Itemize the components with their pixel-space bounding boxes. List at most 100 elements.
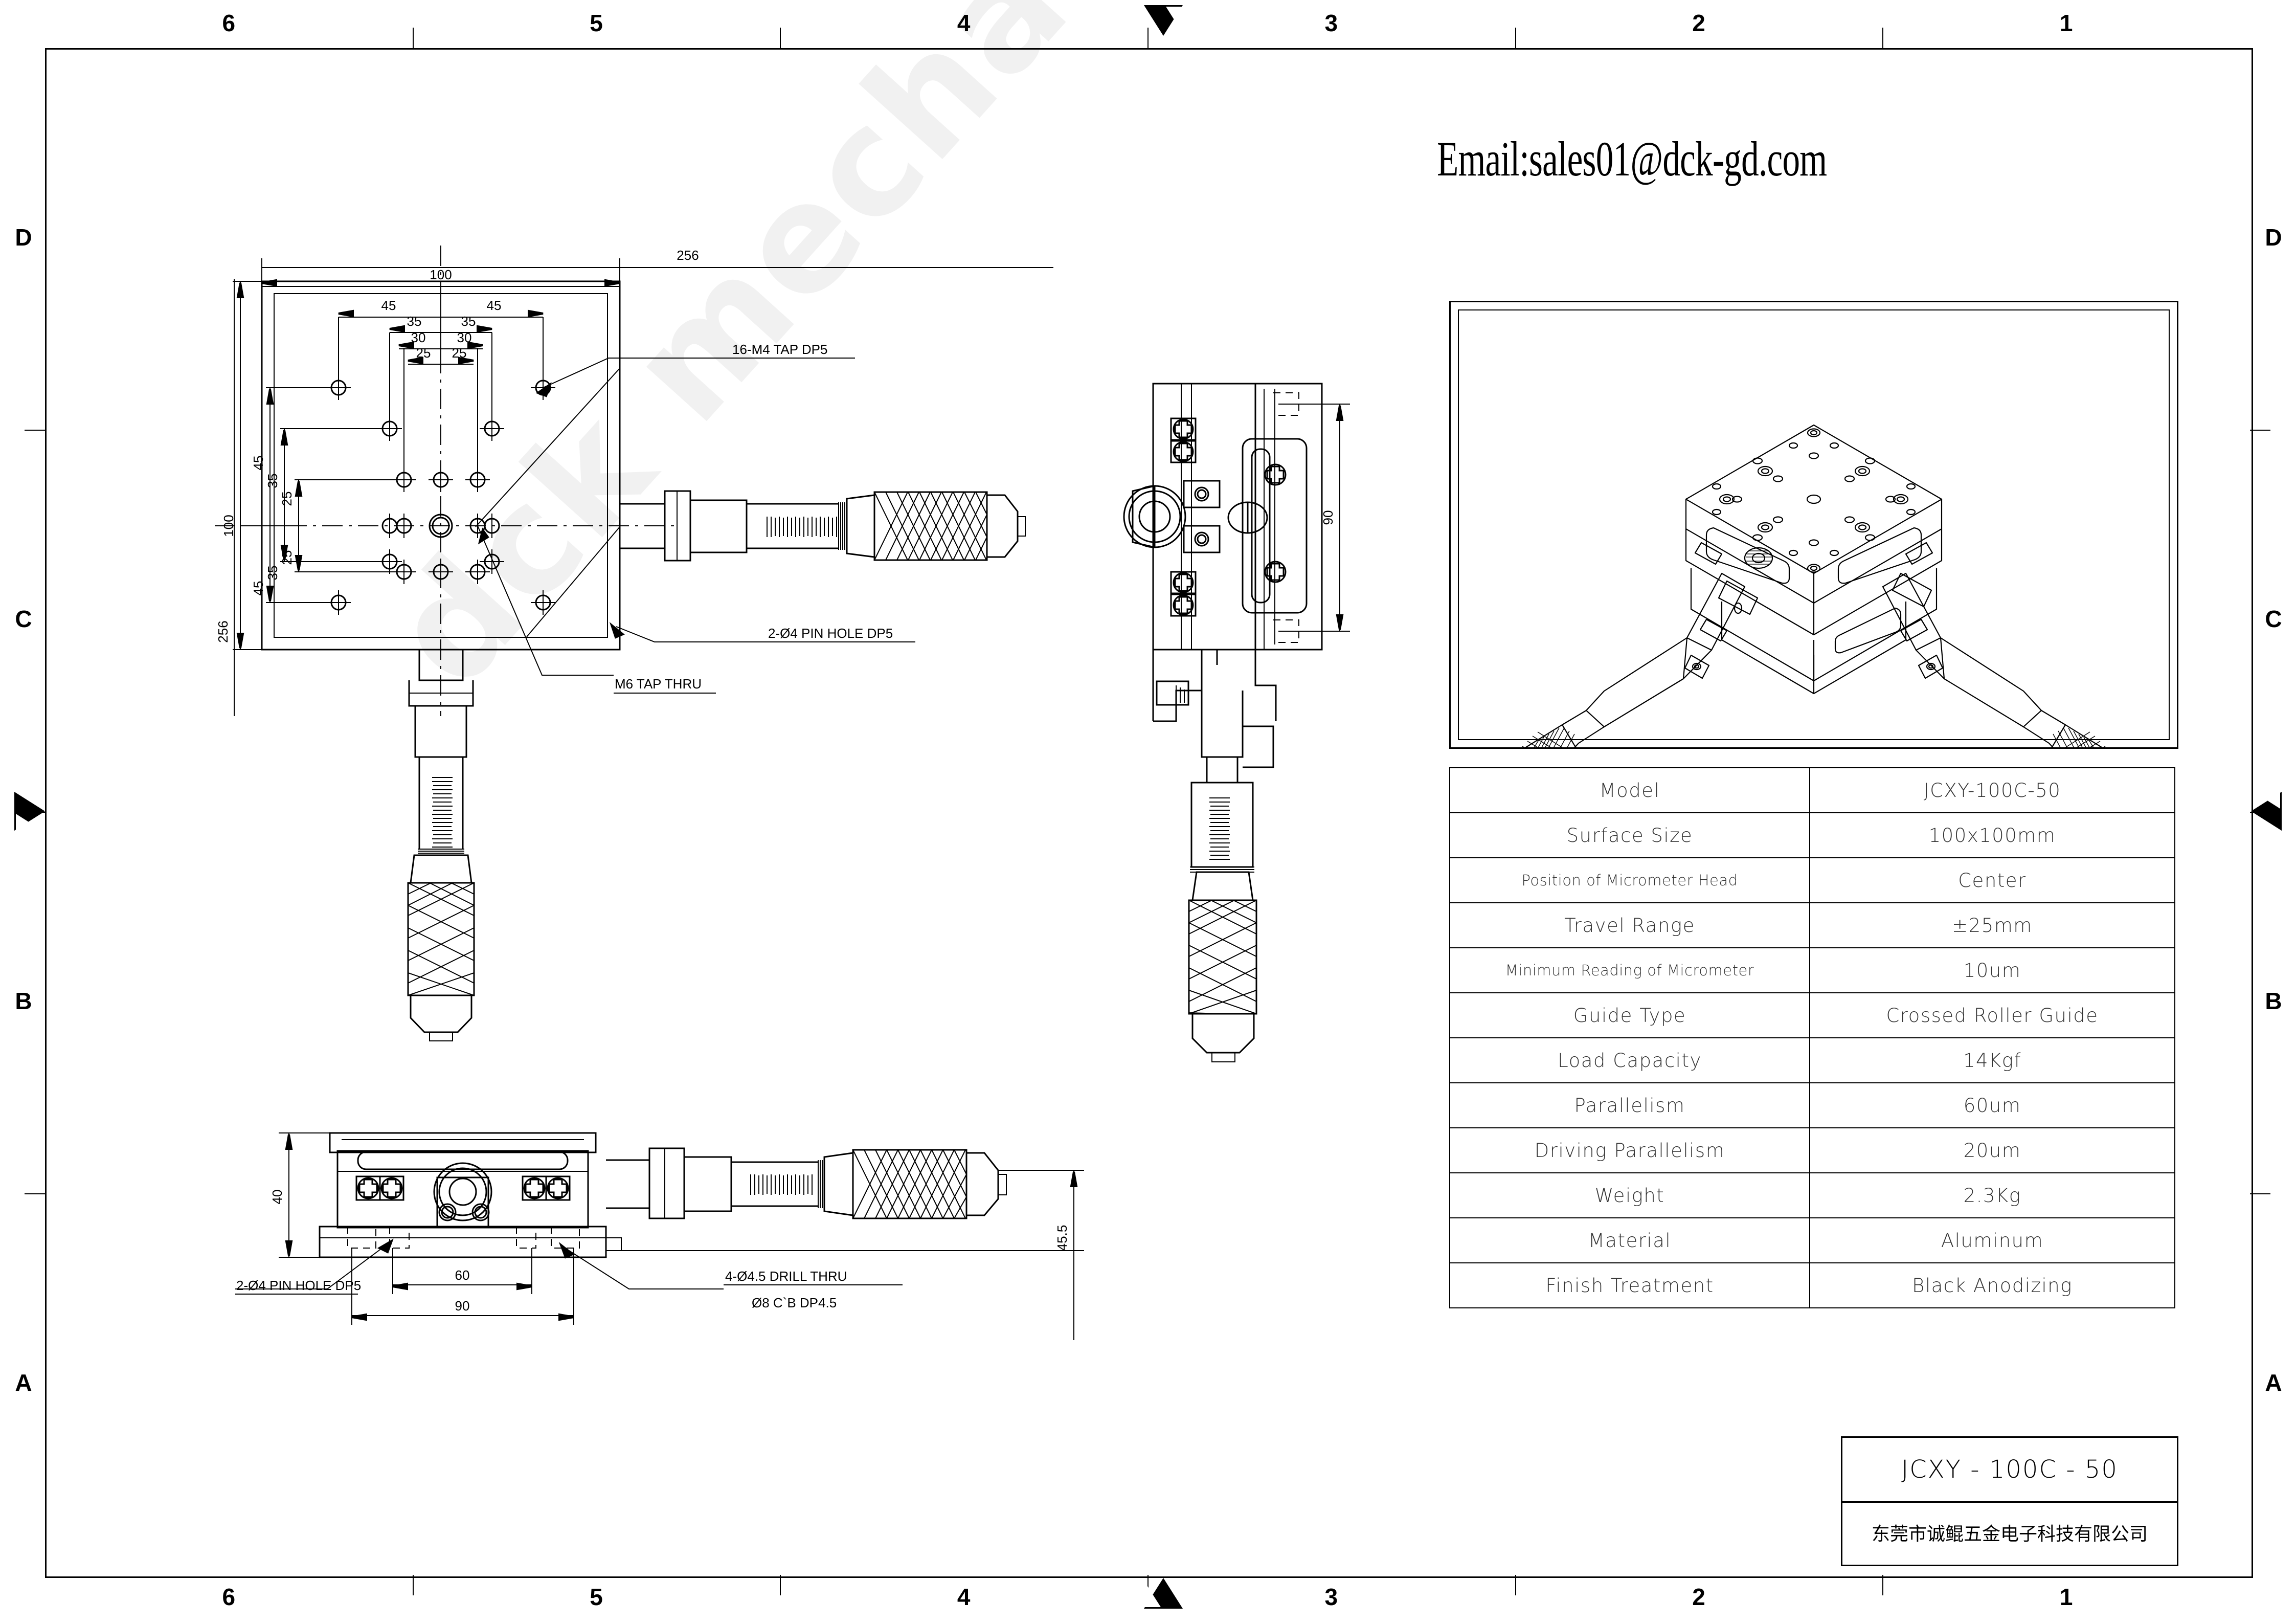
dim-45-right: 45: [487, 298, 502, 313]
spec-key: Finish Treatment: [1449, 1262, 1810, 1308]
dim-35-top: 35: [265, 474, 280, 488]
spec-key: Material: [1449, 1217, 1810, 1263]
zone-tick: [412, 1575, 414, 1595]
zone-tick: [1882, 1575, 1884, 1595]
dim-25-top: 25: [279, 492, 295, 506]
product-isometric-illustration: [1522, 424, 2106, 747]
zone-marker-3: 3: [1324, 10, 1338, 36]
spec-key: Position of Micrometer Head: [1449, 857, 1810, 903]
zone-marker-D: D: [15, 224, 32, 251]
side-view: 90: [1123, 383, 1350, 1062]
spec-value: JCXY-100C-50: [1809, 767, 2175, 813]
dim-45-top: 45: [251, 456, 266, 471]
dim-35-right: 35: [461, 314, 476, 329]
spec-value: ±25mm: [1809, 902, 2175, 948]
dim-90-front: 90: [455, 1298, 470, 1314]
zone-marker-A: A: [2265, 1369, 2282, 1396]
zone-marker-2: 2: [1692, 1584, 1705, 1610]
spec-value: Aluminum: [1809, 1217, 2175, 1263]
center-mark-top-icon: [1144, 5, 1200, 36]
spec-value: Black Anodizing: [1809, 1262, 2175, 1308]
zone-tick: [780, 1575, 781, 1595]
spec-key: Model: [1449, 767, 1810, 813]
product-image-frame: [1449, 301, 2178, 749]
front-view: 40 60 90: [235, 1132, 1084, 1340]
zone-marker-C: C: [15, 606, 32, 633]
spec-value: 100x100mm: [1809, 812, 2175, 858]
zone-tick: [2250, 811, 2270, 813]
title-block-company: 东莞市诚鲲五金电子科技有限公司: [1871, 1523, 2148, 1545]
zone-tick: [2250, 1193, 2270, 1194]
zone-marker-A: A: [15, 1369, 32, 1396]
dim-30-right: 30: [457, 330, 472, 345]
spec-value: 20um: [1809, 1127, 2175, 1173]
dim-256-left: 256: [215, 620, 231, 642]
dim-25-left: 25: [416, 345, 431, 361]
zone-marker-1: 1: [2059, 10, 2073, 36]
callout-counterbore: Ø8 C`B DP4.5: [752, 1295, 837, 1310]
dim-30-left: 30: [411, 330, 426, 345]
dim-45-bottom: 45: [251, 581, 266, 596]
zone-marker-6: 6: [222, 10, 236, 36]
callout-pin-hole-top: 2-Ø4 PIN HOLE DP5: [768, 626, 893, 641]
zone-marker-B: B: [15, 987, 32, 1014]
dim-100-left: 100: [221, 515, 236, 537]
zone-tick: [1515, 28, 1516, 48]
dim-100-top: 100: [430, 267, 452, 282]
zone-tick: [780, 28, 781, 48]
spec-key: Load Capacity: [1449, 1037, 1810, 1083]
product-image-inner-border: [1458, 309, 2170, 740]
callout-pin-hole-front: 2-Ø4 PIN HOLE DP5: [236, 1278, 361, 1293]
zone-marker-6: 6: [222, 1584, 236, 1610]
zone-tick: [412, 28, 414, 48]
callout-drill-thru: 4-Ø4.5 DRILL THRU: [725, 1269, 847, 1284]
spec-key: Driving Parallelism: [1449, 1127, 1810, 1173]
title-block: JCXY - 100C - 50 东莞市诚鲲五金电子科技有限公司: [1841, 1436, 2178, 1566]
center-mark-left-icon: [14, 792, 45, 848]
dim-45p5-front: 45.5: [1054, 1225, 1070, 1251]
zone-tick: [1515, 1575, 1516, 1595]
dim-25-right: 25: [452, 345, 467, 361]
spec-value: 10um: [1809, 947, 2175, 993]
callout-m6-tap-thru: M6 TAP THRU: [615, 676, 702, 692]
zone-marker-D: D: [2265, 224, 2282, 251]
dim-25-bottom: 25: [279, 550, 295, 565]
spec-key: Travel Range: [1449, 902, 1810, 948]
zone-marker-5: 5: [590, 10, 603, 36]
spec-value: Center: [1809, 857, 2175, 903]
spec-value: 2.3Kg: [1809, 1172, 2175, 1218]
dim-45-left: 45: [381, 298, 396, 313]
zone-marker-C: C: [2265, 606, 2282, 633]
zone-marker-1: 1: [2059, 1584, 2073, 1610]
spec-value: Crossed Roller Guide: [1809, 992, 2175, 1038]
zone-tick: [25, 430, 45, 431]
dim-60-front: 60: [455, 1267, 470, 1283]
dim-90-side: 90: [1320, 510, 1336, 525]
spec-key: Weight: [1449, 1172, 1810, 1218]
zone-marker-2: 2: [1692, 10, 1705, 36]
spec-value: 14Kgf: [1809, 1037, 2175, 1083]
zone-marker-4: 4: [957, 10, 971, 36]
dim-40-front: 40: [269, 1190, 285, 1205]
zone-marker-5: 5: [590, 1584, 603, 1610]
sheet-border: [45, 48, 2253, 1578]
dim-256-top: 256: [677, 248, 699, 263]
spec-key: Minimum Reading of Micrometer: [1449, 947, 1810, 993]
spec-key: Guide Type: [1449, 992, 1810, 1038]
zone-marker-B: B: [2265, 987, 2282, 1014]
spec-row: Travel Range±25mm: [1449, 902, 2175, 948]
dim-35-left: 35: [407, 314, 422, 329]
zone-tick: [1147, 28, 1149, 48]
